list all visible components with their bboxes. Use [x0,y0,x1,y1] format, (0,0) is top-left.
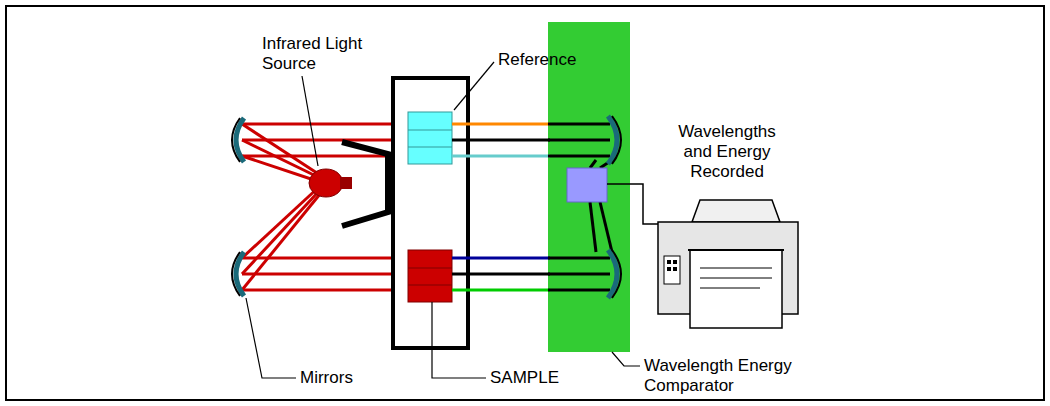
leader-line [246,62,640,378]
part-label: Wavelengths and Energy Recorded [668,122,786,182]
part-label: Mirrors [300,368,410,388]
reference-cell [408,112,452,164]
frame [6,6,1044,400]
mirror [232,118,244,296]
printer [658,200,798,328]
sample-cell [408,250,452,302]
mirror [608,116,621,298]
comparator-beams [548,124,612,290]
part-label: SAMPLE [490,368,600,388]
part-label: Wavelength Energy Comparator [644,356,814,396]
light-rays [242,124,410,290]
part-label: Infrared Light Source [262,34,372,74]
comparator-panel [548,22,630,352]
part-label: Reference [498,50,608,70]
transmitted-beams [452,124,550,290]
infrared-lamp [309,142,388,226]
comparator-unit [567,168,607,202]
signal-wire [607,184,662,224]
cell-holder [393,78,468,348]
